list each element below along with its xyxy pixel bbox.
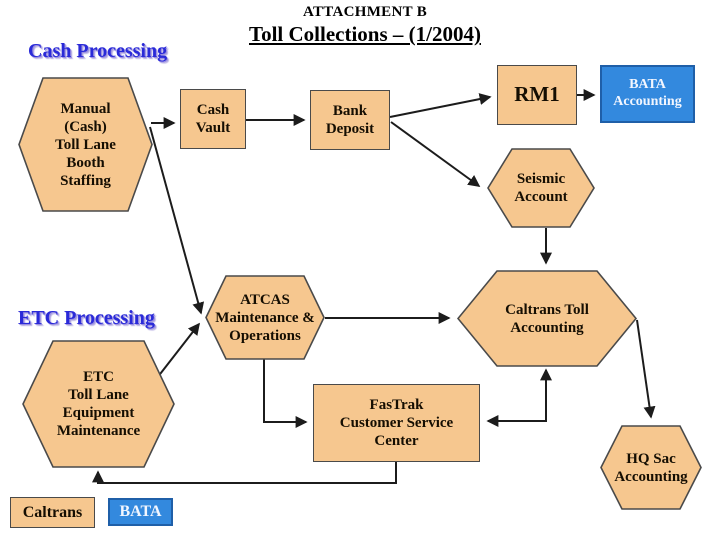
cash-processing-label: Cash Processing [28, 40, 168, 62]
node-bata-accounting: BATA Accounting [600, 65, 695, 123]
node-seismic-account: Seismic Account [487, 148, 595, 228]
hexagon-shape [457, 270, 637, 367]
node-label: Cash Vault [195, 102, 231, 136]
arrow-bank-deposit-to-rm1 [389, 93, 492, 118]
node-cash-vault: Cash Vault [180, 89, 246, 149]
hexagon-shape [18, 77, 153, 212]
etc-processing-label: ETC Processing [18, 307, 155, 329]
arrow-bank-deposit-to-seismic [390, 121, 481, 187]
node-bank-deposit: Bank Deposit [310, 90, 390, 150]
title-block: ATTACHMENT B Toll Collections – (1/2004) [150, 4, 580, 47]
node-label: Bank Deposit [325, 103, 375, 137]
hexagon-shape [205, 275, 325, 360]
legend-bata-label: BATA [119, 503, 162, 521]
hexagon-shape [487, 148, 595, 228]
node-label: Caltrans Toll Accounting [505, 301, 589, 336]
node-hq-sac-accounting: HQ Sac Accounting [600, 425, 702, 510]
node-label: BATA Accounting [613, 77, 682, 109]
arrow-atcas-to-fastrak [263, 358, 308, 428]
node-atcas-maintenance-operations: ATCAS Maintenance & Operations [205, 275, 325, 360]
arrow-fastrak-caltrans-bidirectional [486, 368, 552, 427]
node-label: RM1 [514, 82, 560, 107]
node-fastrak-customer-service-center: FasTrak Customer Service Center [313, 384, 480, 462]
node-label: Manual (Cash) Toll Lane Booth Staffing [55, 100, 116, 189]
node-label: ETC Toll Lane Equipment Maintenance [56, 369, 141, 439]
node-etc-toll-lane-equipment: ETC Toll Lane Equipment Maintenance [22, 340, 175, 468]
arrow-manual-to-atcas [149, 126, 205, 315]
attachment-label: ATTACHMENT B [302, 4, 428, 20]
legend-caltrans-label: Caltrans [22, 503, 83, 521]
legend-bata: BATA [108, 498, 173, 526]
node-label: Seismic Account [514, 171, 568, 205]
hexagon-shape [22, 340, 175, 468]
node-rm1: RM1 [497, 65, 577, 125]
node-manual-cash-toll-lane: Manual (Cash) Toll Lane Booth Staffing [18, 77, 153, 212]
node-label: ATCAS Maintenance & Operations [215, 291, 315, 344]
arrow-caltrans-to-hq-sac [636, 319, 656, 419]
legend-caltrans: Caltrans [10, 497, 95, 528]
node-label: FasTrak Customer Service Center [339, 397, 454, 449]
slide-title: Toll Collections – (1/2004) [249, 22, 481, 46]
node-caltrans-toll-accounting: Caltrans Toll Accounting [457, 270, 637, 367]
node-label: HQ Sac Accounting [614, 450, 688, 485]
hexagon-shape [600, 425, 702, 510]
